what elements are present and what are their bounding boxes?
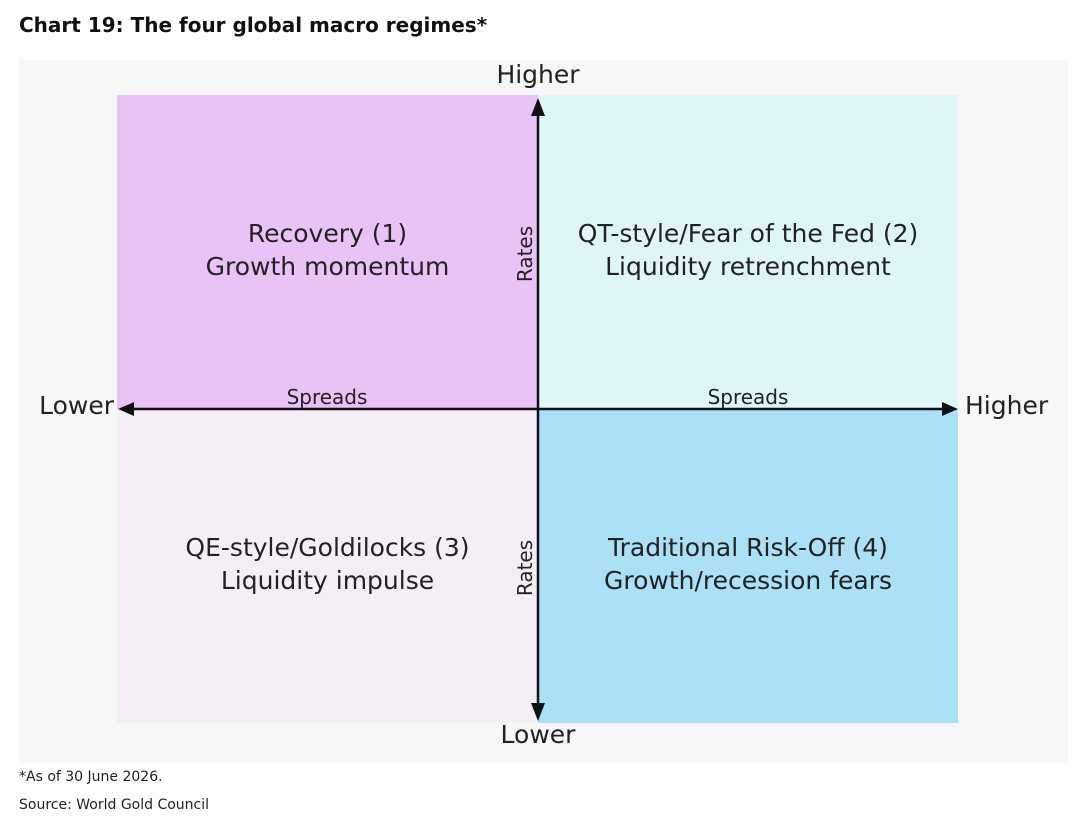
- horizontal-axis-low-label: Lower: [39, 391, 114, 420]
- right-arrowhead-icon: [942, 402, 958, 416]
- left-arrowhead-icon: [118, 402, 134, 416]
- vertical-axis-low-label: Lower: [500, 720, 576, 749]
- quadrant-1-subtitle: Growth momentum: [205, 252, 450, 281]
- top-arrowhead-icon: [531, 98, 545, 116]
- bottom-arrowhead-icon: [531, 703, 545, 721]
- spreads-label-left: Spreads: [286, 385, 368, 409]
- spreads-label-right: Spreads: [707, 385, 789, 409]
- quadrant-2-subtitle: Liquidity retrenchment: [605, 252, 891, 281]
- quadrant-3-title: QE-style/Goldilocks (3): [185, 533, 470, 562]
- quadrant-4-label: Traditional Risk-Off (4) Growth/recessio…: [538, 531, 958, 597]
- quadrant-2-title: QT-style/Fear of the Fed (2): [577, 219, 919, 248]
- quadrant-risk-off: [538, 409, 958, 723]
- quadrant-4-subtitle: Growth/recession fears: [603, 566, 893, 595]
- quadrant-qe-style: [117, 409, 538, 723]
- footnote-source: Source: World Gold Council: [19, 797, 210, 813]
- quadrant-4-title: Traditional Risk-Off (4): [608, 533, 888, 562]
- quadrant-3-label: QE-style/Goldilocks (3) Liquidity impuls…: [117, 531, 538, 597]
- quadrant-3-subtitle: Liquidity impulse: [220, 566, 435, 595]
- quadrant-1-label: Recovery (1) Growth momentum: [117, 217, 538, 283]
- vertical-axis-high-label: Higher: [496, 60, 580, 89]
- quadrant-1-title: Recovery (1): [247, 219, 408, 248]
- quadrant-qt-style: [538, 95, 958, 409]
- chart-title: Chart 19: The four global macro regimes*: [19, 13, 488, 37]
- quadrant-recovery: [117, 95, 538, 409]
- rates-label-top: Rates: [513, 225, 537, 283]
- footnote-date: *As of 30 June 2026.: [19, 769, 163, 785]
- quadrant-2-label: QT-style/Fear of the Fed (2) Liquidity r…: [538, 217, 958, 283]
- rates-label-bottom: Rates: [513, 539, 537, 597]
- horizontal-axis-high-label: Higher: [965, 391, 1049, 420]
